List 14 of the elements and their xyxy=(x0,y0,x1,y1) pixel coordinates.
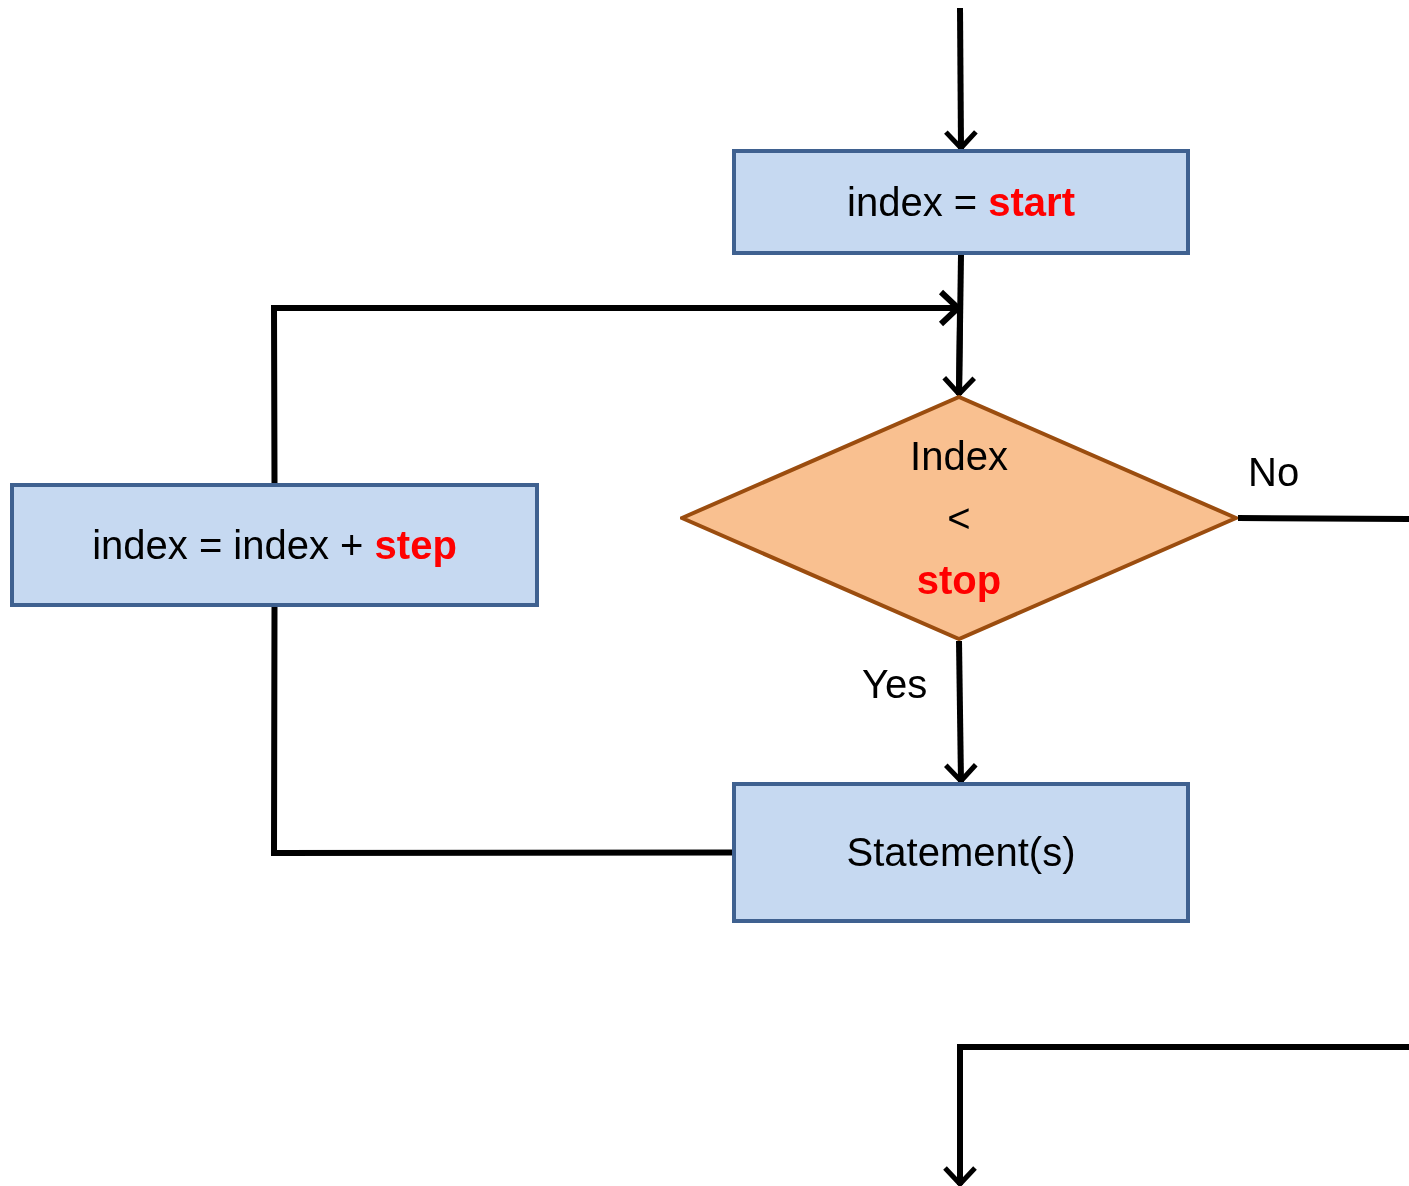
process-box xyxy=(10,483,539,607)
node-text: index = index + step xyxy=(92,522,457,568)
arrow xyxy=(943,7,979,151)
process-box xyxy=(732,782,1190,923)
decision-diamond xyxy=(680,395,1238,641)
node-text: index = start xyxy=(847,179,1075,225)
connector-line xyxy=(1237,515,1409,522)
arrow xyxy=(271,289,964,486)
process-box xyxy=(732,149,1190,255)
arrow xyxy=(943,640,979,784)
connector-line xyxy=(271,607,732,856)
node-text: Statement(s) xyxy=(846,830,1076,875)
node-text: Index < stop xyxy=(910,433,1008,604)
arrow xyxy=(941,254,977,397)
